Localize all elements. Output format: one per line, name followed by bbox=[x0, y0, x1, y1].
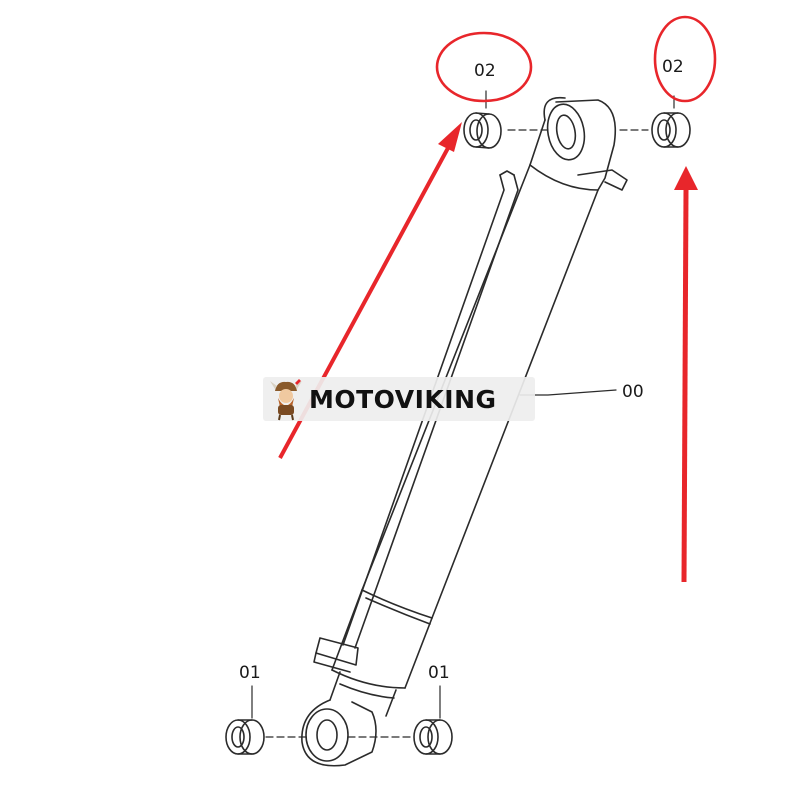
part-label-02-left: 02 bbox=[474, 61, 496, 81]
leader-lines bbox=[251, 90, 675, 738]
bushing-bottom-left bbox=[225, 719, 265, 755]
highlight-circle-right bbox=[653, 15, 717, 103]
part-label-00: 00 bbox=[622, 382, 644, 402]
bushing-top-left bbox=[463, 112, 502, 149]
cylinder-barrel bbox=[329, 164, 599, 717]
hydraulic-pipe bbox=[342, 170, 519, 649]
cylinder-head-eye bbox=[529, 96, 628, 191]
port-fitting bbox=[313, 637, 359, 673]
part-label-01-left: 01 bbox=[239, 663, 261, 683]
part-label-01-right: 01 bbox=[428, 663, 450, 683]
bushing-bottom-right bbox=[413, 719, 453, 755]
watermark-badge: MOTOVIKING bbox=[263, 377, 535, 421]
brand-name: MOTOVIKING bbox=[309, 384, 497, 414]
part-label-02-right: 02 bbox=[662, 57, 684, 77]
rod-eye bbox=[301, 699, 377, 767]
bushing-top-right bbox=[651, 112, 691, 148]
viking-mascot-icon bbox=[270, 379, 302, 421]
highlight-circle-left bbox=[435, 31, 533, 103]
highlight-arrow-right bbox=[674, 166, 698, 583]
